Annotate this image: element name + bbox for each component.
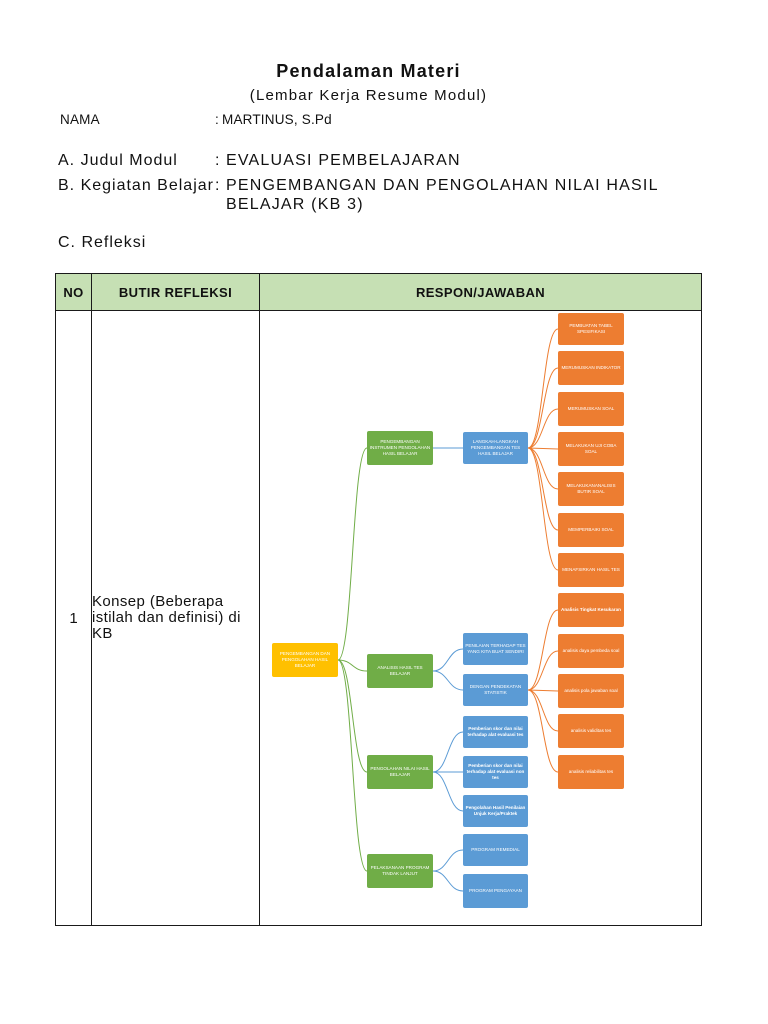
mind-map-branch-node: ANALISIS HASIL TES BELAJAR (367, 654, 433, 688)
connector-line (527, 689, 559, 732)
mind-map-leaf-node: MENAFSIRKAN HASIL TES (558, 553, 624, 587)
field-separator: : (215, 152, 221, 169)
connector-line (527, 408, 559, 449)
connector-line (527, 447, 559, 490)
mind-map-subbranch-node: Pengolahan Hasil Penilaian Unjuk Kerja/P… (463, 795, 528, 827)
mind-map-leaf-node: analisis validitas tes (558, 714, 624, 748)
connector-line (527, 447, 559, 450)
mind-map-leaf-node: MEMPERBAIKI SOAL (558, 513, 624, 547)
mind-map-branch-node: PELAKSANAAN PROGRAM TINDAK LANJUT (367, 854, 433, 888)
page-title: Pendalaman Materi (276, 61, 461, 81)
field-label: B. Kegiatan Belajar (58, 177, 214, 194)
column-header-butir: BUTIR REFLEKSI (91, 273, 260, 311)
page-subtitle: (Lembar Kerja Resume Modul) (249, 87, 488, 104)
connector-line (527, 367, 559, 449)
connector-line (432, 870, 464, 892)
mind-map-subbranch-node: Pemberian skor dan nilai terhadap alat e… (463, 756, 528, 788)
mind-map-root-node: PENGEMBANGAN DAN PENGOLAHAN HASIL BELAJA… (272, 643, 338, 677)
field-label: NAMA (60, 112, 100, 127)
field-separator: : (215, 112, 219, 127)
mind-map-subbranch-node: Pemberian skor dan nilai terhadap alat e… (463, 716, 528, 748)
row-respon-cell: PENGEMBANGAN DAN PENGOLAHAN HASIL BELAJA… (259, 310, 702, 926)
row-number: 1 (55, 310, 92, 926)
table-header-row: NO BUTIR REFLEKSI RESPON/JAWABAN (55, 273, 702, 311)
column-header-no: NO (55, 273, 92, 311)
mind-map-leaf-node: PEMBUATAN TABEL SPESIFIKASI (558, 313, 624, 345)
connector-line (337, 659, 368, 773)
connector-line (337, 447, 368, 661)
mind-map-branch-node: PENGOLAHAN NILAI HASIL BELAJAR (367, 755, 433, 789)
connector-line (337, 659, 368, 672)
mind-map-leaf-node: MELAKUKAN UJI COBA SOAL (558, 432, 624, 466)
mind-map-leaf-node: Analisis Tingkat Kesukaran (558, 593, 624, 627)
field-value: EVALUASI PEMBELAJARAN (226, 152, 461, 169)
field-separator: : (215, 177, 221, 194)
mind-map-subbranch-node: PROGRAM PENGAYAAN (463, 874, 528, 908)
connector-line (432, 849, 464, 872)
connector-line (527, 609, 559, 691)
row-butir-refleksi: Konsep (Beberapa istilah dan definisi) d… (91, 310, 260, 926)
mind-map: PENGEMBANGAN DAN PENGOLAHAN HASIL BELAJA… (260, 311, 701, 925)
reflection-table: NO BUTIR REFLEKSI RESPON/JAWABAN 1 Konse… (55, 273, 702, 926)
connector-line (527, 689, 559, 773)
field-value: PENGEMBANGAN DAN PENGOLAHAN NILAI HASIL … (226, 177, 659, 213)
column-header-respon: RESPON/JAWABAN (259, 273, 702, 311)
connector-line (527, 650, 559, 691)
connector-line (527, 447, 559, 571)
table-row: 1 Konsep (Beberapa istilah dan definisi)… (55, 310, 702, 926)
connector-line (337, 659, 368, 872)
connector-line (432, 648, 464, 672)
connector-line (432, 670, 464, 691)
mind-map-subbranch-node: LANGKAH-LANGKAH PENGEMBANGAN TES HASIL B… (463, 432, 528, 464)
connector-line (527, 689, 559, 692)
field-label: A. Judul Modul (58, 152, 178, 169)
connector-line (432, 771, 464, 812)
mind-map-leaf-node: MERUMUSKAN INDIKATOR (558, 351, 624, 385)
mind-map-subbranch-node: DENGAN PENDEKATAN STATISTIK (463, 674, 528, 706)
mind-map-subbranch-node: PROGRAM REMEDIAL (463, 834, 528, 866)
mind-map-leaf-node: MELAKUKANANALISIS BUTIR SOAL (558, 472, 624, 506)
connector-lines (337, 328, 559, 892)
mind-map-leaf-node: analisis pola jawaban soal (558, 674, 624, 708)
mind-map-leaf-node: analisis reliabilitas tes (558, 755, 624, 789)
mind-map-leaf-node: analisis daya pembeda soal (558, 634, 624, 668)
mind-map-leaf-node: MERUMUSKAN SOAL (558, 392, 624, 426)
mind-map-branch-node: PENGEMBANGAN INSTRUMEN PENGOLAHAN HASIL … (367, 431, 433, 465)
mind-map-subbranch-node: PENILAIAN TERHADAP TES YANG KITA BUAT SE… (463, 633, 528, 665)
section-label: C. Refleksi (58, 234, 147, 251)
connector-line (432, 731, 464, 773)
field-value: MARTINUS, S.Pd (222, 112, 332, 127)
connector-line (527, 447, 559, 531)
connector-line (527, 328, 559, 449)
